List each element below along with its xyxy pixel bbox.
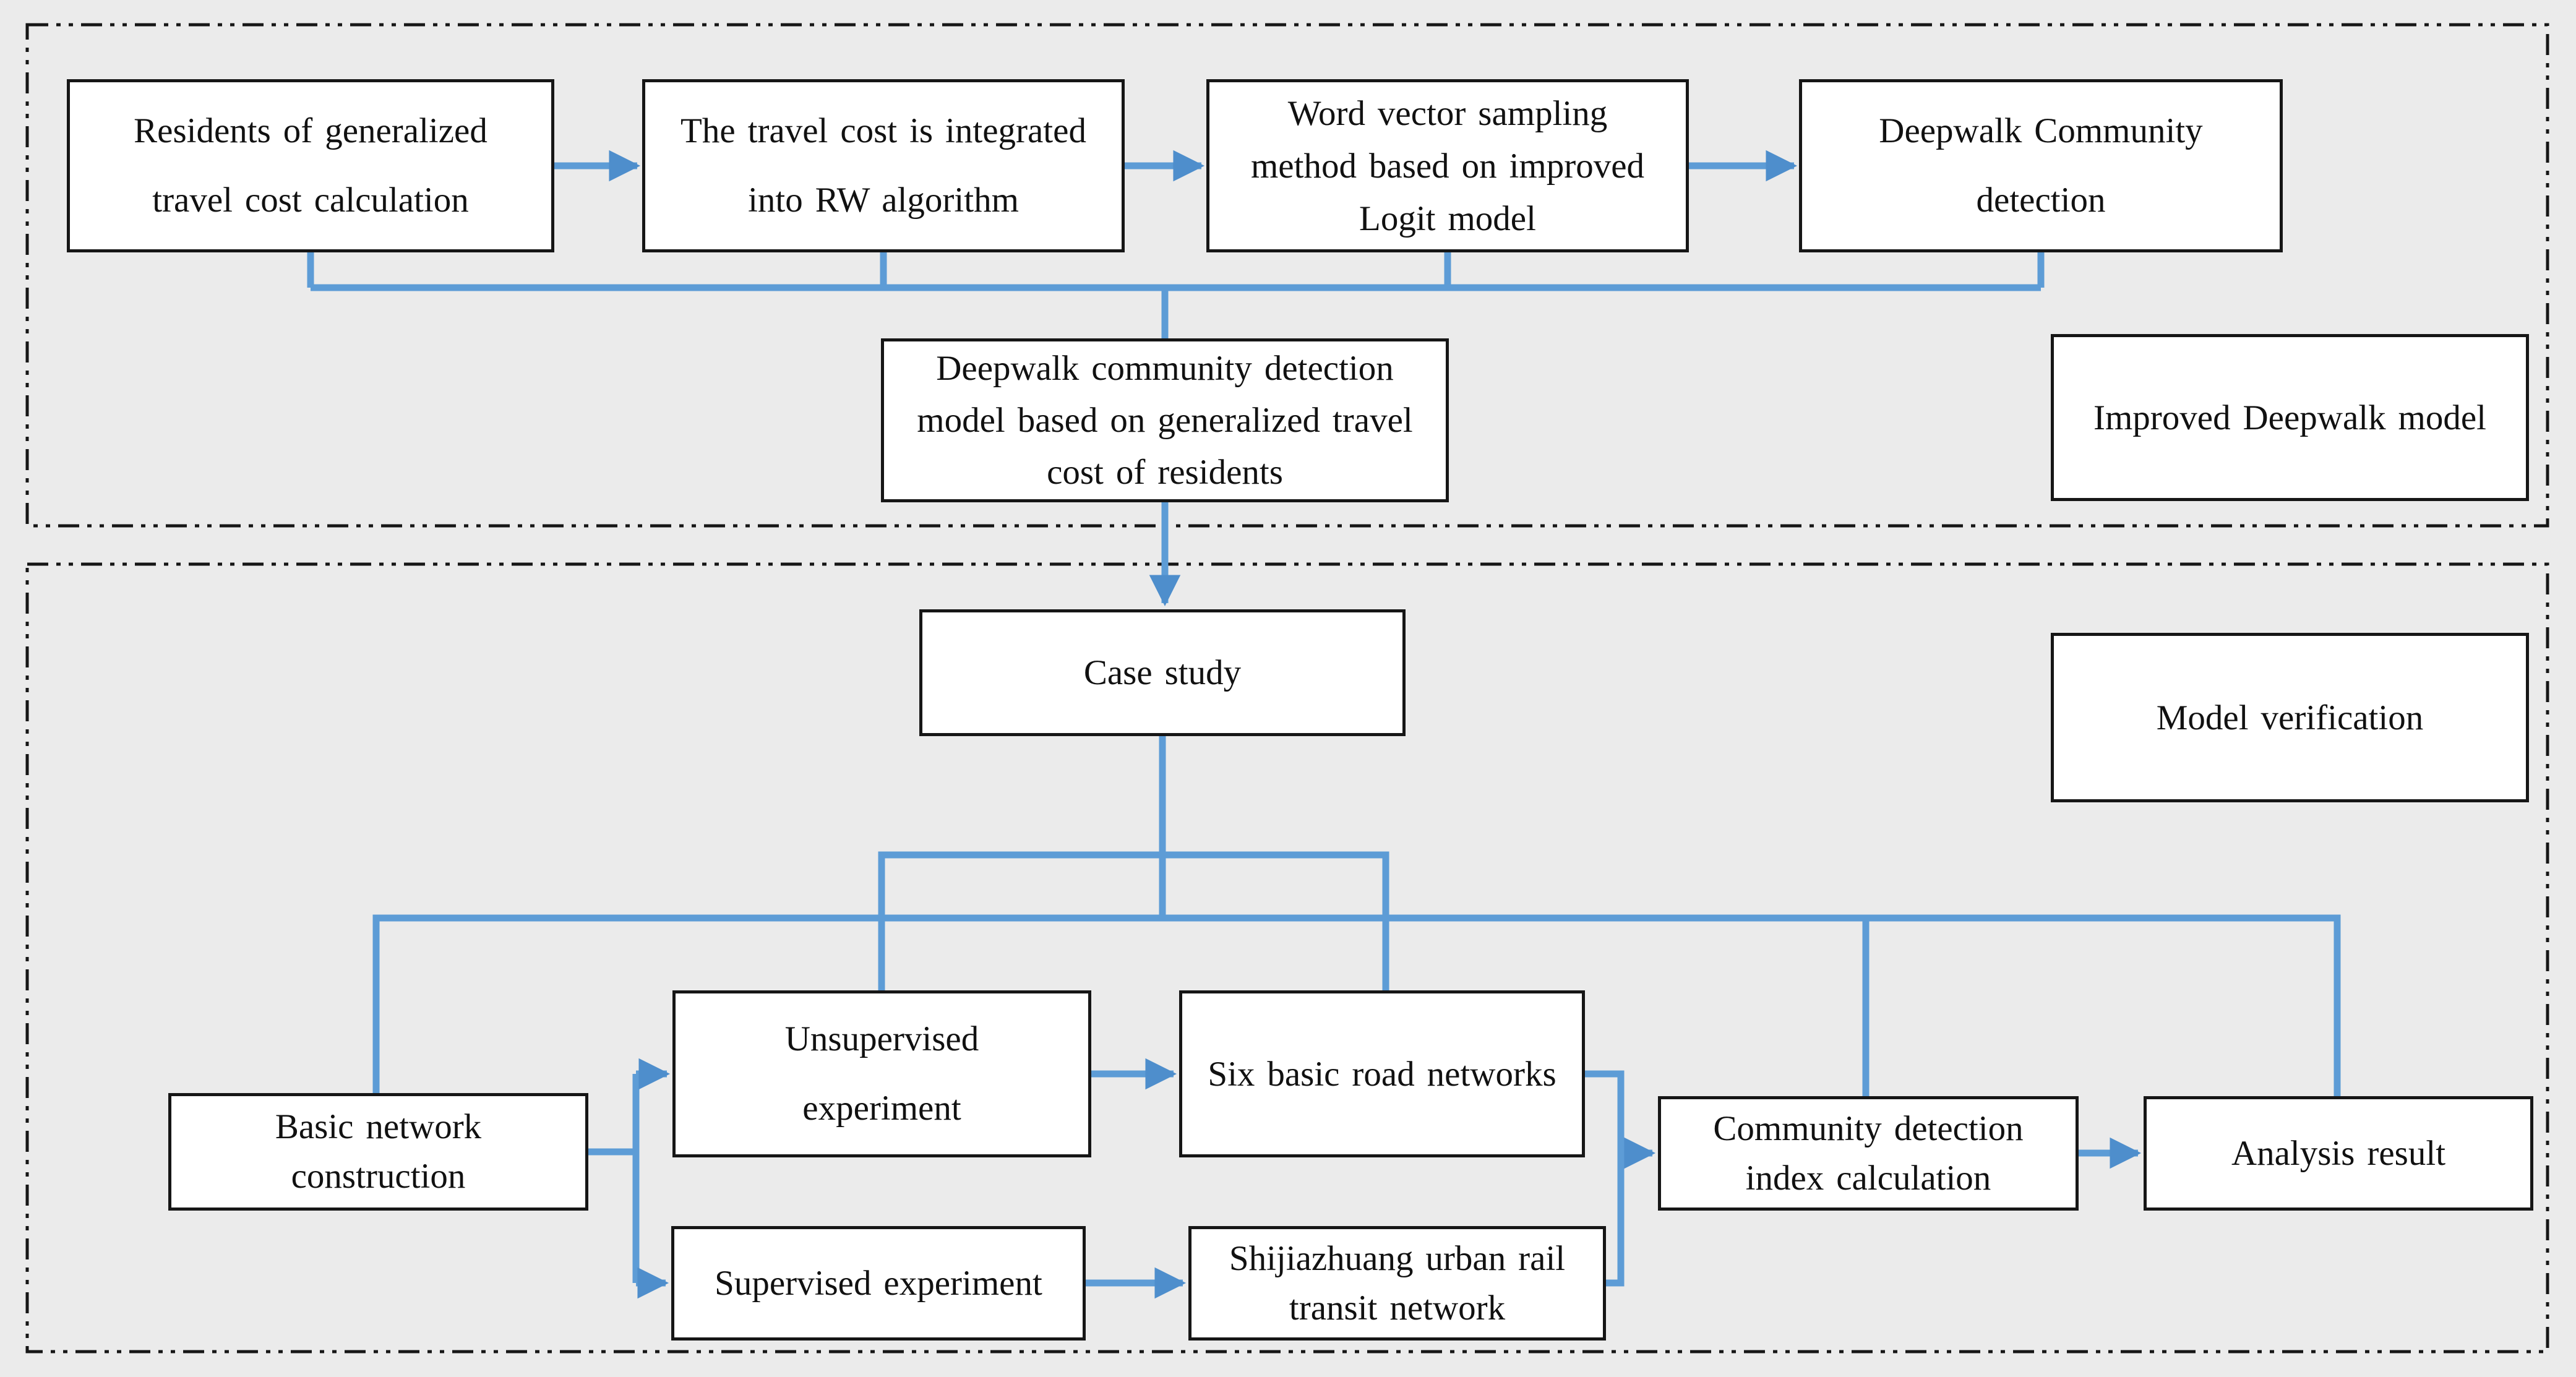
- node-deepwalk-model: Deepwalk community detection model based…: [881, 338, 1449, 502]
- node-residents-cost: Residents of generalized travel cost cal…: [67, 79, 554, 252]
- lower-distribution-line: [372, 914, 2341, 1097]
- node-unsupervised-experiment: Unsupervised experiment: [672, 990, 1091, 1157]
- label-model-verification: Model verification: [2051, 633, 2529, 802]
- basic-network-splitter-line: [588, 1074, 640, 1283]
- top-collector-line: [307, 252, 2045, 340]
- node-supervised-experiment: Supervised experiment: [671, 1226, 1086, 1341]
- node-six-basic-road-networks: Six basic road networks: [1179, 990, 1585, 1157]
- node-community-detection-index: Community detection index calculation: [1658, 1096, 2079, 1211]
- node-travel-cost-rw: The travel cost is integrated into RW al…: [642, 79, 1125, 252]
- improved-deepwalk-section-border: [25, 23, 2549, 528]
- label-improved-deepwalk-model: Improved Deepwalk model: [2051, 334, 2529, 501]
- node-word-vector-sampling: Word vector sampling method based on imp…: [1206, 79, 1689, 252]
- networks-merge-line: [1585, 1070, 1625, 1287]
- model-verification-section-border: [25, 562, 2549, 1353]
- node-analysis-result: Analysis result: [2144, 1096, 2533, 1211]
- node-case-study: Case study: [919, 609, 1406, 736]
- node-shijiazhuang-network: Shijiazhuang urban rail transit network: [1188, 1226, 1606, 1341]
- upper-distribution-line: [878, 851, 1389, 992]
- node-basic-network-construction: Basic network construction: [168, 1093, 588, 1211]
- node-deepwalk-community-detection: Deepwalk Community detection: [1799, 79, 2283, 252]
